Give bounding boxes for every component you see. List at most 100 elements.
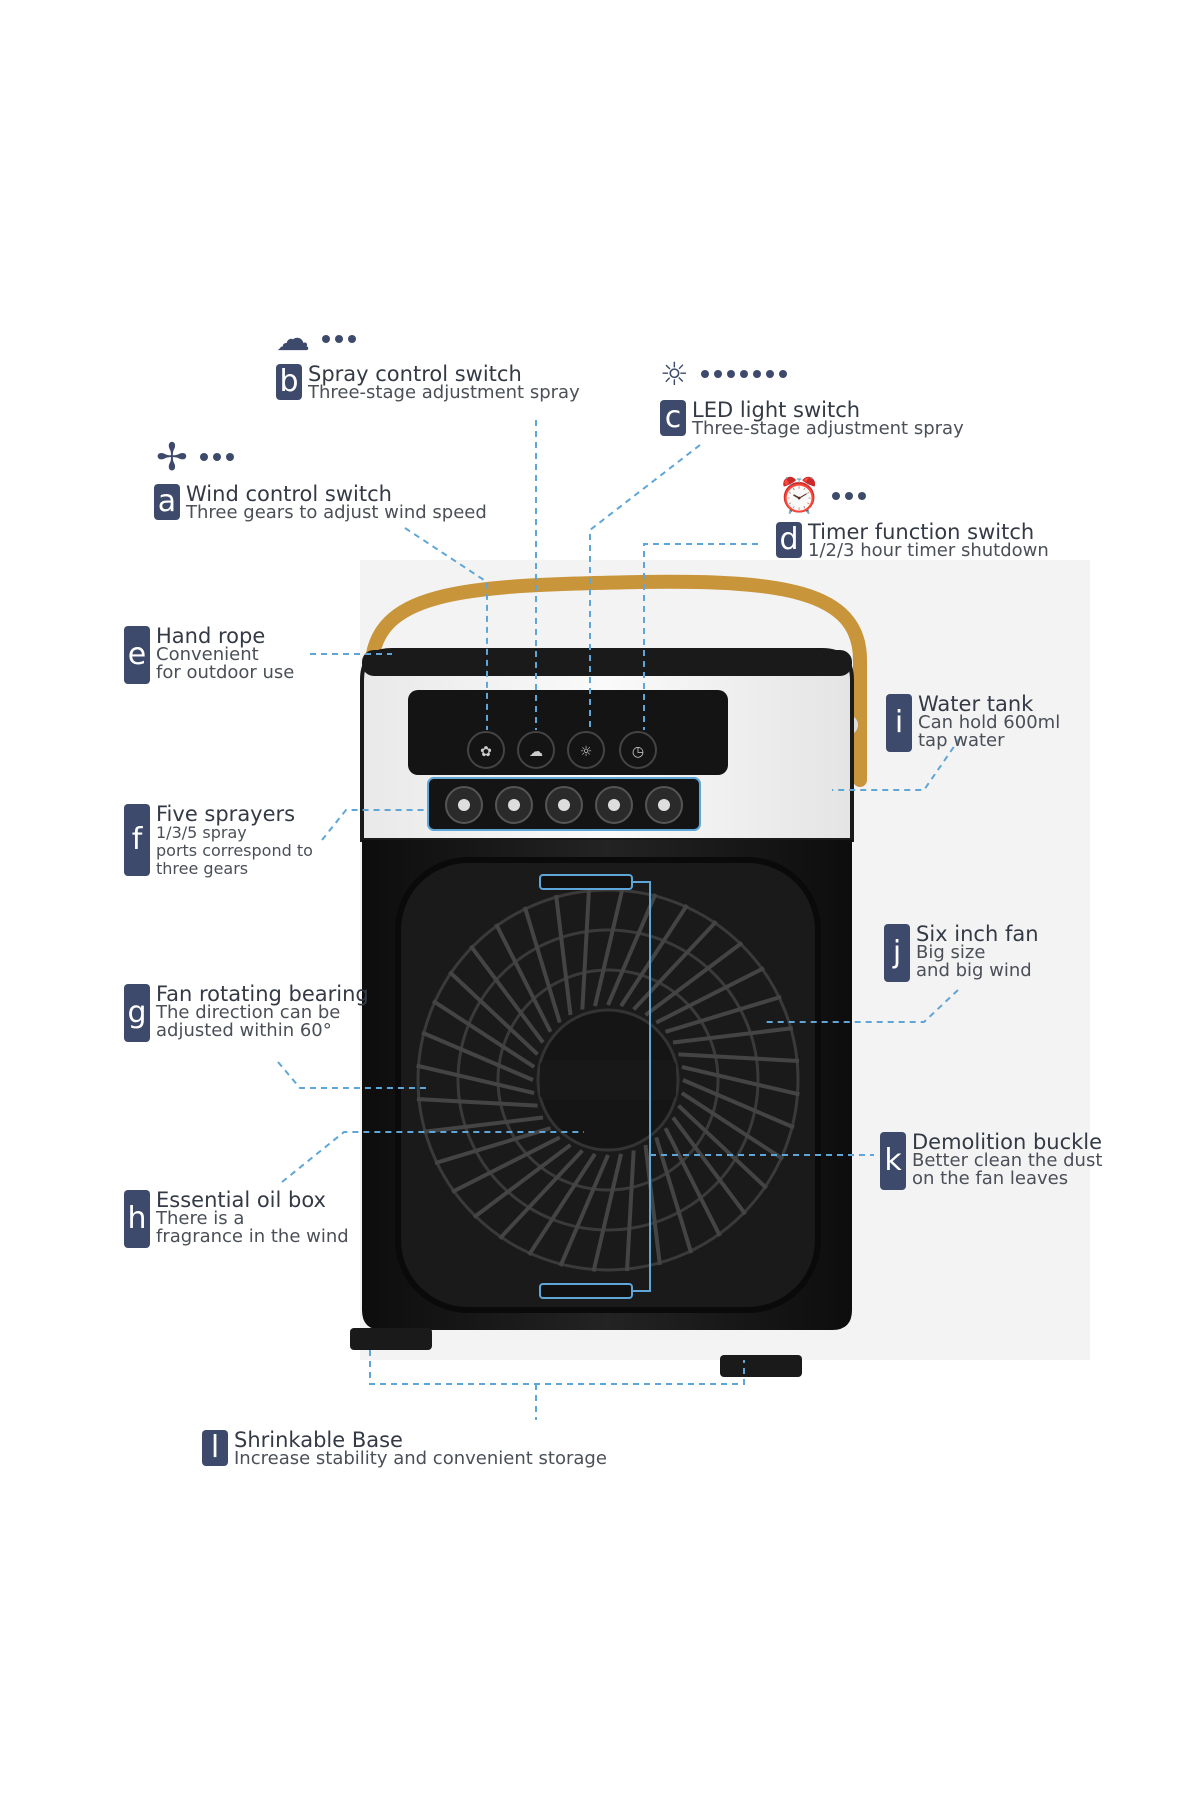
six-inch-fan-sub-2: and big wind	[916, 960, 1032, 981]
spray-control-sub: Three-stage adjustment spray	[308, 382, 580, 403]
fan-spoke	[527, 1152, 597, 1257]
fan-spoke	[606, 893, 658, 1006]
six-inch-fan-title: Six inch fan	[916, 922, 1039, 946]
wind-control-sub: Three gears to adjust wind speed	[186, 502, 487, 523]
fan-spoke	[677, 1104, 768, 1190]
timer-function-title: Timer function switch	[808, 520, 1035, 544]
dots-a	[199, 453, 234, 461]
fan-spoke	[448, 970, 539, 1056]
base-foot-left	[350, 1328, 432, 1350]
led-light-sub: Three-stage adjustment spray	[692, 418, 964, 439]
fan-spoke	[632, 920, 718, 1011]
oil-box-title: Essential oil box	[156, 1188, 326, 1212]
fan-spoke	[682, 1078, 795, 1130]
label-l-shrinkable-base: l Shrinkable Base Increase stability and…	[202, 1430, 607, 1468]
svg-text:☼: ☼	[580, 744, 593, 760]
fan-spoke	[451, 1135, 561, 1194]
oil-box-sub-1: There is a	[156, 1208, 245, 1229]
fan-spoke	[522, 906, 562, 1024]
five-sprayers-sub-1: 1/3/5 spray	[156, 823, 247, 842]
label-b-spray-control: b Spray control switch Three-stage adjus…	[276, 364, 580, 402]
fan-spoke	[654, 1136, 694, 1254]
base-foot-right	[720, 1355, 802, 1377]
fan-bearing-sub-1: The direction can be	[156, 1002, 341, 1023]
fan-spoke	[643, 1144, 662, 1266]
fan-spoke	[416, 1096, 538, 1108]
fan-spoke	[672, 1026, 794, 1045]
fan-spoke	[421, 1030, 534, 1082]
timer-function-sub: 1/2/3 hour timer shutdown	[808, 540, 1049, 561]
dots-b	[322, 335, 356, 343]
badge-h: h	[124, 1190, 150, 1248]
fan-bearing-sub-2: adjusted within 60°	[156, 1020, 332, 1041]
svg-text:☁: ☁	[529, 744, 543, 760]
water-tank-title: Water tank	[918, 692, 1034, 716]
fan-spoke	[431, 999, 536, 1069]
wind-control-title: Wind control switch	[186, 482, 392, 506]
fan-icon: ✢	[156, 435, 188, 479]
fan-spoke	[580, 888, 592, 1010]
fan-spoke	[663, 1127, 722, 1237]
label-j-six-inch-fan: j Six inch fan Big size and big wind	[884, 924, 1039, 982]
label-g-fan-bearing: g Fan rotating bearing The direction can…	[124, 984, 369, 1042]
badge-a: a	[154, 484, 180, 520]
badge-j: j	[884, 924, 910, 982]
label-e-hand-rope: e Hand rope Convenient for outdoor use	[124, 626, 294, 684]
label-a-wind-control: a Wind control switch Three gears to adj…	[154, 484, 487, 522]
fan-spoke	[558, 1154, 610, 1267]
badge-f: f	[124, 804, 150, 876]
svg-text:✿: ✿	[480, 744, 492, 760]
badge-b: b	[276, 364, 302, 400]
spray-icon: ☁	[276, 319, 310, 359]
oil-box-sub-2: fragrance in the wind	[156, 1226, 349, 1247]
fan-spoke	[624, 1150, 636, 1272]
five-sprayers-sub-2: ports correspond to	[156, 841, 313, 860]
badge-c: c	[660, 400, 686, 436]
fan-spoke	[644, 941, 744, 1017]
icon-group-c: ☼	[660, 356, 787, 392]
fan-spoke	[678, 1052, 800, 1064]
five-sprayers-sub-3: three gears	[156, 859, 249, 878]
alarm-clock-icon: ⏰	[778, 476, 821, 516]
fan-bearing-title: Fan rotating bearing	[156, 982, 369, 1006]
fan-spoke	[434, 1126, 552, 1166]
label-d-timer-function: d Timer function switch 1/2/3 hour timer…	[776, 522, 1049, 560]
hand-rope-title: Hand rope	[156, 624, 266, 648]
icon-group-b: ☁	[276, 320, 356, 358]
water-tank-sub-1: Can hold 600ml	[918, 712, 1061, 733]
label-c-led-light: c LED light switch Three-stage adjustmen…	[660, 400, 964, 438]
shrinkable-base-title: Shrinkable Base	[234, 1428, 403, 1452]
label-h-essential-oil-box: h Essential oil box There is a fragrance…	[124, 1190, 349, 1248]
fan-spoke	[619, 903, 689, 1008]
label-f-five-sprayers: f Five sprayers 1/3/5 spray ports corres…	[124, 804, 313, 878]
badge-g: g	[124, 984, 150, 1042]
water-tank-sub-2: tap water	[918, 730, 1005, 751]
control-buttons: ✿ ☁ ☼ ◷	[467, 731, 657, 769]
fan-spoke	[494, 923, 553, 1033]
fan-spoke	[469, 944, 545, 1044]
badge-l: l	[202, 1430, 228, 1466]
light-bulb-icon: ☼	[660, 355, 689, 393]
control-panel	[408, 690, 728, 775]
dots-c	[700, 370, 787, 378]
label-k-demolition-buckle: k Demolition buckle Better clean the dus…	[880, 1132, 1102, 1190]
badge-i: i	[886, 694, 912, 752]
label-i-water-tank: i Water tank Can hold 600ml tap water	[886, 694, 1060, 752]
shrinkable-base-sub: Increase stability and convenient storag…	[234, 1448, 607, 1469]
hand-rope	[365, 574, 867, 787]
icon-group-d: ⏰	[778, 476, 867, 516]
fan-spoke	[671, 1116, 747, 1216]
spray-control-title: Spray control switch	[308, 362, 522, 386]
fan-spoke	[680, 1091, 785, 1161]
icon-group-a: ✢	[156, 438, 234, 476]
fan-spoke	[422, 1115, 544, 1134]
badge-k: k	[880, 1132, 906, 1190]
fan-spoke	[655, 966, 765, 1025]
svg-text:◷: ◷	[632, 744, 644, 760]
demolition-buckle-sub-1: Better clean the dust	[912, 1150, 1103, 1171]
fan-spoke	[591, 1153, 623, 1272]
dots-d	[832, 492, 867, 500]
badge-e: e	[124, 626, 150, 684]
fan-spoke	[681, 1065, 800, 1097]
